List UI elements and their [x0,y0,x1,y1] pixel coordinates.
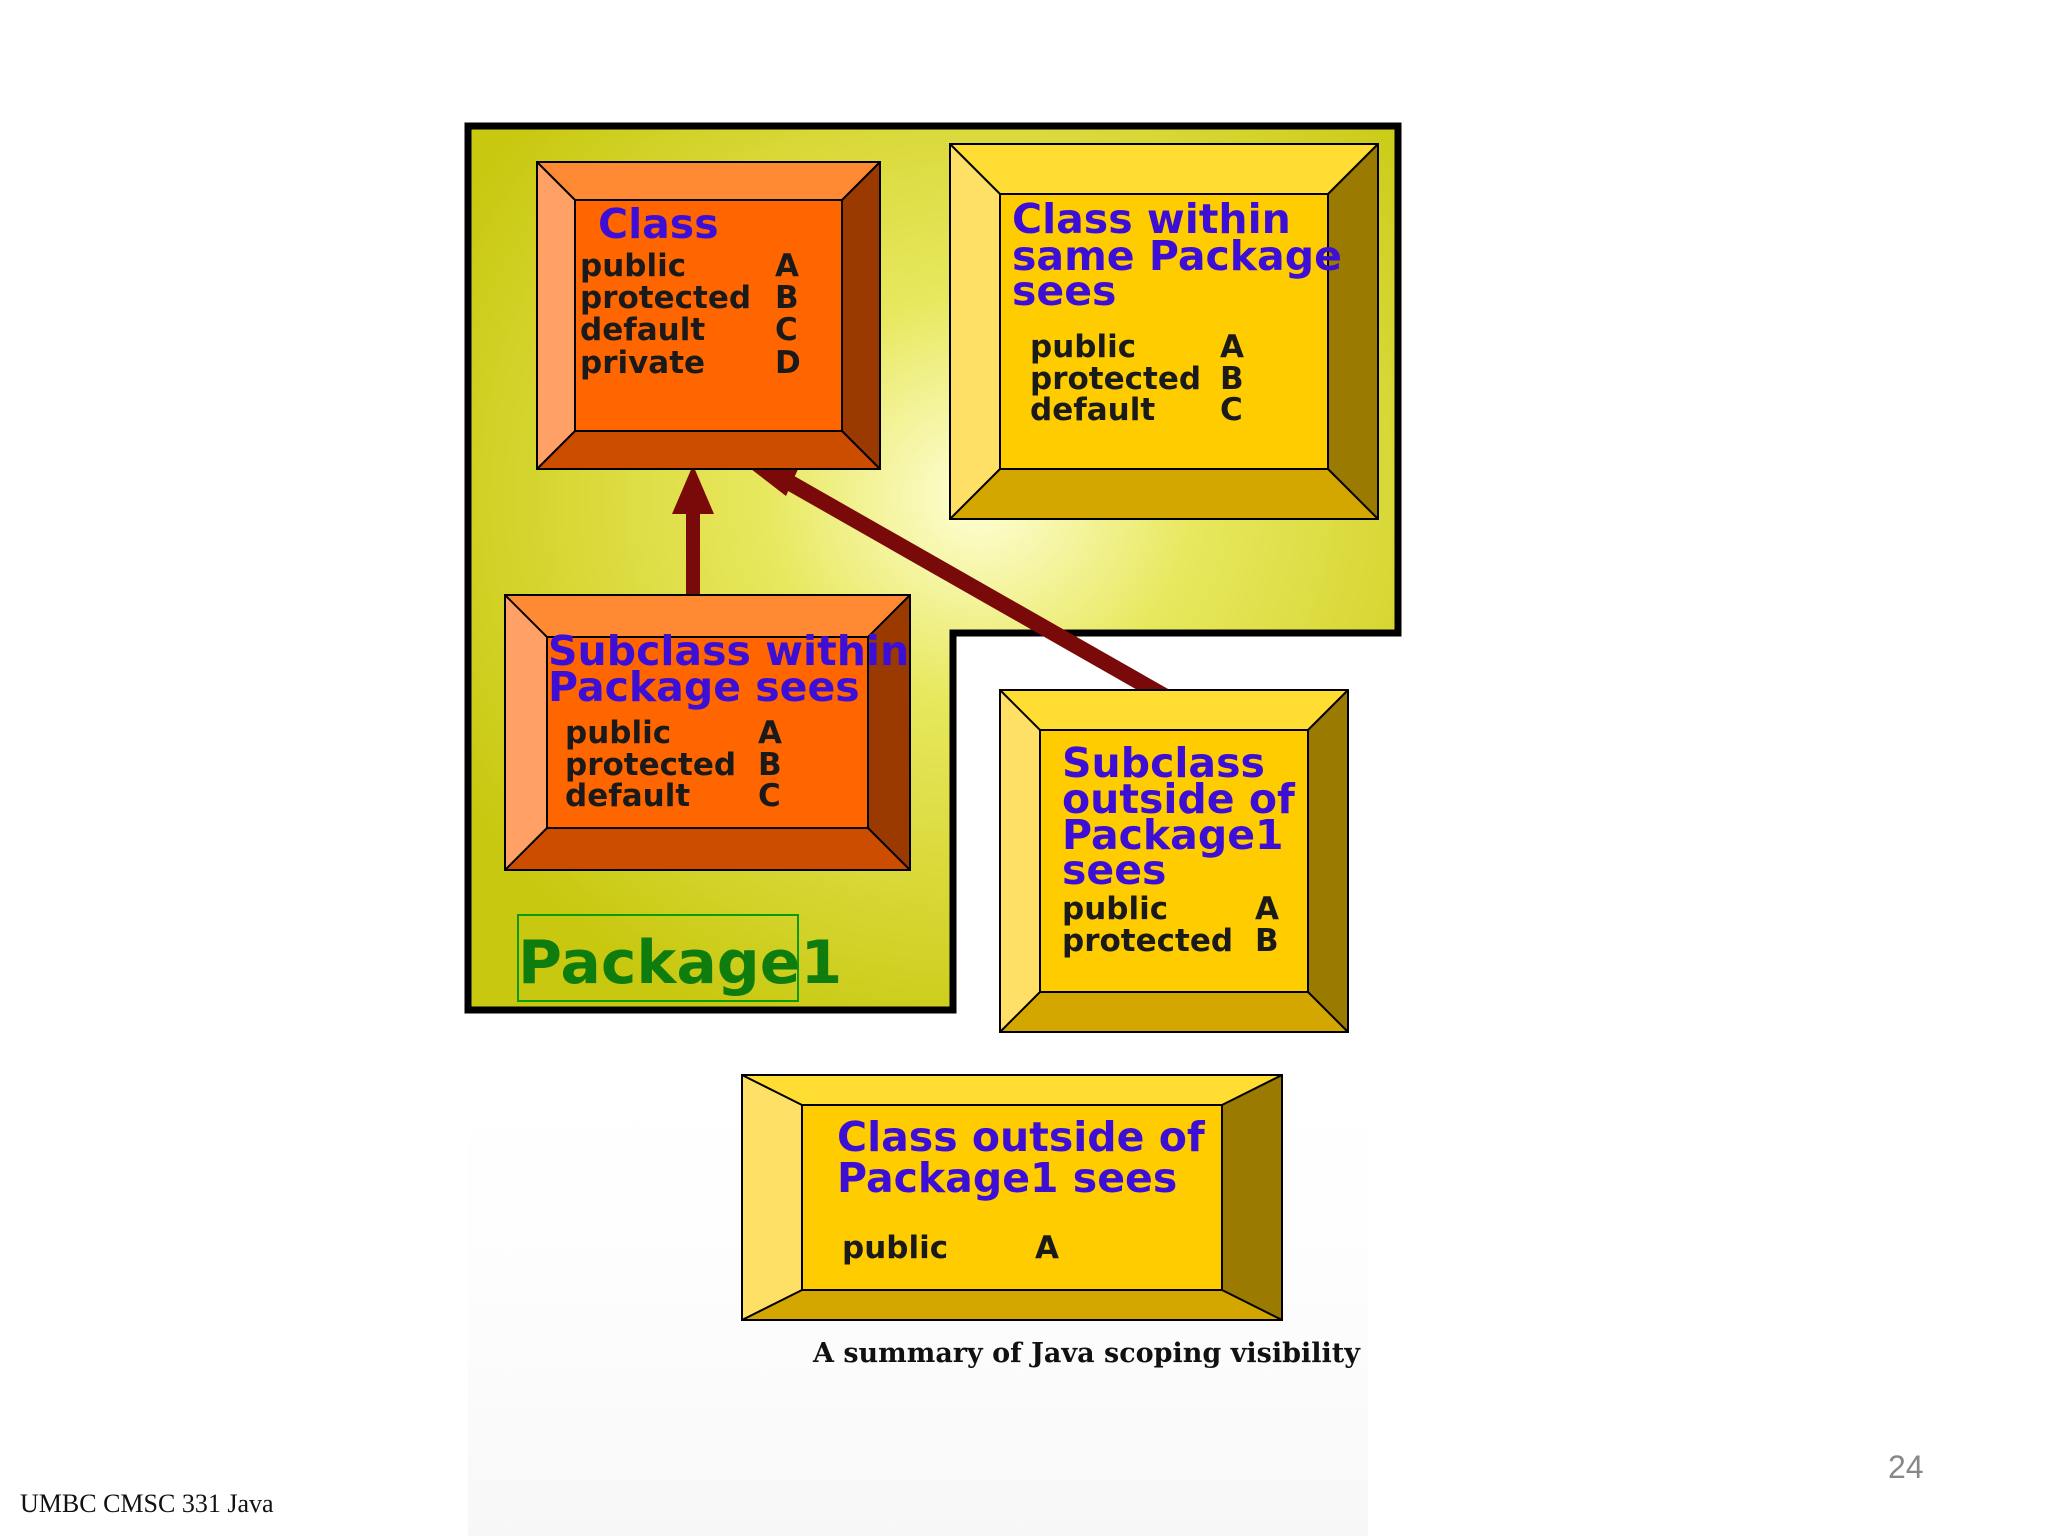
class-outside-row-public-label: public [842,1230,948,1266]
slide-footer: UMBC CMSC 331 Java [20,1489,274,1518]
subclass-in-package-row-public-label: public [565,715,671,751]
class-row-default-value: C [775,312,798,348]
class-outside-title-line2: Package1 sees [837,1154,1177,1202]
same-package-title-line2: same Package [1012,232,1342,280]
subclass-in-package-row-protected-label: protected [565,747,736,783]
subclass-outside-row-protected-label: protected [1062,923,1233,959]
diagram-caption: A summary of Java scoping visibility [812,1338,1361,1369]
subclass-outside-box: Subclass outside of Package1 sees public… [999,689,1349,1033]
same-package-row-public-label: public [1030,329,1136,365]
subclass-in-package-row-public-value: A [758,715,782,751]
subclass-outside-title-line3: Package1 [1062,811,1284,859]
class-row-public-value: A [775,248,799,284]
class-outside-box: Class outside of Package1 sees public A [741,1074,1283,1321]
same-package-title-line3: sees [1012,267,1116,315]
package1-label: Package1 [518,928,842,998]
same-package-row-default-value: C [1220,392,1243,428]
class-row-public-label: public [580,248,686,284]
class-row-private-value: D [775,345,801,381]
same-package-row-protected-label: protected [1030,361,1201,397]
same-package-box: Class within same Package sees public A … [949,143,1379,520]
subclass-in-package-title-line1: Subclass within [548,627,909,675]
class-row-protected-value: B [775,280,799,316]
subclass-in-package-row-protected-value: B [758,747,782,783]
subclass-outside-row-protected-value: B [1255,923,1279,959]
subclass-in-package-row-default-value: C [758,778,781,814]
class-outside-row-public-value: A [1035,1230,1059,1266]
class-row-private-label: private [580,345,705,381]
class-row-default-label: default [580,312,705,348]
subclass-outside-title-line1: Subclass [1062,739,1265,787]
same-package-title-line1: Class within [1012,195,1291,243]
subclass-in-package-box: Subclass within Package sees public A pr… [504,594,911,871]
inherit-arrow-vertical [672,465,714,600]
same-package-row-protected-value: B [1220,361,1244,397]
subclass-outside-row-public-label: public [1062,891,1168,927]
class-outside-title-line1: Class outside of [837,1113,1206,1161]
subclass-in-package-row-default-label: default [565,778,690,814]
same-package-row-default-label: default [1030,392,1155,428]
package1-label-frame [517,914,799,1002]
subclass-outside-row-public-value: A [1255,891,1279,927]
subclass-in-package-title-line2: Package sees [548,663,860,711]
page-number: 24 [1888,1449,1924,1485]
class-box-title: Class [598,200,719,248]
subclass-outside-title-line4: sees [1062,846,1166,894]
class-box: Class public A protected B default C pri… [536,161,881,470]
same-package-row-public-value: A [1220,329,1244,365]
subclass-outside-title-line2: outside of [1062,775,1296,823]
class-row-protected-label: protected [580,280,751,316]
